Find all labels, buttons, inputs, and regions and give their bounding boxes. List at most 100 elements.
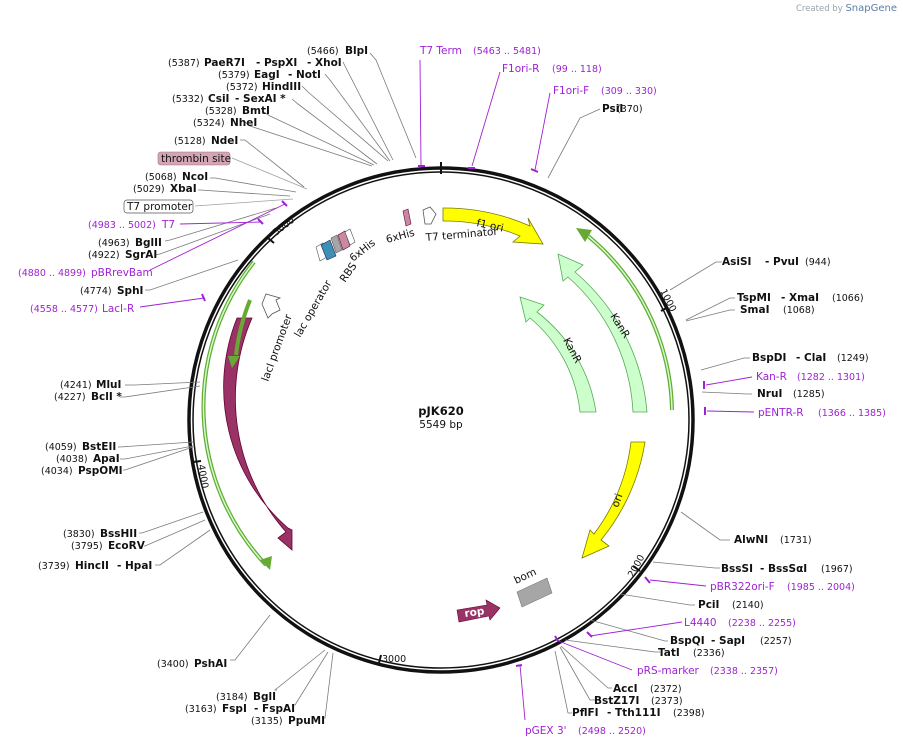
enzyme-eagi[interactable]: EagI (254, 69, 280, 81)
kanr-arrow-2[interactable] (519, 296, 597, 413)
enzyme-bmti[interactable]: BmtI (242, 105, 270, 117)
enzyme-ppumi[interactable]: PpuMI (288, 715, 325, 727)
enzyme-csii[interactable]: CsiI (208, 93, 229, 105)
enzyme-apai[interactable]: ApaI (93, 453, 120, 465)
rop-arrow[interactable] (456, 599, 501, 623)
enzyme-ecorv-pos: (3795) (71, 541, 103, 552)
enzyme-mlui-pos: (4241) (60, 380, 92, 391)
enzyme-alwni[interactable]: AlwNI (734, 534, 768, 546)
t7-promoter-box[interactable] (123, 199, 194, 214)
enzyme-sapi[interactable]: - SapI (711, 635, 745, 647)
enzyme-bspqi[interactable]: BspQI (670, 635, 705, 647)
enzyme-fspi[interactable]: FspI (222, 703, 247, 715)
enzyme-xhoi[interactable]: - XhoI (307, 57, 342, 69)
enzyme-blpi[interactable]: BlpI (345, 45, 368, 57)
f1-ori-arrow[interactable] (442, 207, 544, 245)
f1-ori-label: f1 ori (475, 217, 504, 234)
enzyme-smai[interactable]: SmaI (740, 304, 770, 316)
enzyme-bgli[interactable]: BglI (253, 691, 276, 703)
rbs-box[interactable] (320, 239, 337, 261)
enzyme-sexai[interactable]: - SexAI * (235, 93, 286, 105)
enzyme-bsshii[interactable]: BssHII (100, 528, 137, 540)
enzyme-hincii-pos: (3739) (38, 561, 70, 572)
enzyme-ndei[interactable]: NdeI (211, 135, 238, 147)
enzyme-psii[interactable]: PsiI (602, 103, 623, 115)
enzyme-pspomi[interactable]: PspOMI (78, 465, 123, 477)
enzyme-pshai[interactable]: PshAI (194, 658, 227, 670)
enzyme-hindiii[interactable]: HindIII (262, 81, 301, 93)
enzyme-pflfi[interactable]: PflFI (572, 707, 599, 719)
enzyme-asisi[interactable]: AsiSI (722, 256, 751, 268)
enzyme-hincii[interactable]: HincII (75, 560, 109, 572)
enzyme-nrui[interactable]: NruI (757, 388, 782, 400)
enzyme-tspmi[interactable]: TspMI (737, 292, 771, 304)
enzyme-pvui[interactable]: - PvuI (765, 256, 799, 268)
gray-box[interactable] (330, 234, 343, 254)
laci-inner-green (234, 299, 252, 356)
primer-kan-r[interactable]: Kan-R (756, 371, 787, 383)
primer-t7-range: (4983 .. 5002) (88, 220, 156, 231)
primer-f1ori-f[interactable]: F1ori-F (553, 85, 589, 97)
enzyme-noti[interactable]: - NotI (288, 69, 321, 81)
enzyme-ecorv[interactable]: EcoRV (108, 540, 146, 552)
t7-terminator-arrow[interactable] (422, 206, 437, 225)
primer-pbr322ori-f[interactable]: pBR322ori-F (710, 581, 775, 593)
enzyme-tth111i[interactable]: - Tth111I (607, 707, 661, 719)
enzyme-bmti-pos: (5328) (205, 106, 237, 117)
ori-arrow[interactable] (581, 441, 646, 559)
enzyme-acci[interactable]: AccI (613, 683, 637, 695)
primer-prs-marker[interactable]: pRS-marker (637, 665, 700, 677)
primer-t7term[interactable]: T7 Term (419, 45, 462, 57)
enzyme-acci-pos: (2372) (650, 684, 682, 695)
enzyme-pspomi-pos: (4034) (41, 466, 73, 477)
enzyme-fspai[interactable]: - FspAI (254, 703, 295, 715)
enzyme-bspdi[interactable]: BspDI (752, 352, 786, 364)
enzyme-tth111i-pos: (2398) (673, 708, 705, 719)
primer-f1ori-r[interactable]: F1ori-R (502, 63, 539, 75)
enzyme-bsssai-pos: (1967) (821, 564, 853, 575)
primer-t7term-range: (5463 .. 5481) (473, 46, 541, 57)
enzyme-hpai[interactable]: - HpaI (117, 560, 152, 572)
enzyme-bcli[interactable]: BclI * (91, 391, 122, 403)
his-box-2[interactable] (402, 208, 412, 227)
enzyme-tati[interactable]: TatI (658, 647, 680, 659)
enzyme-xmai[interactable]: - XmaI (781, 292, 819, 304)
laci-promoter-arrow[interactable] (261, 293, 282, 319)
enzyme-pcii[interactable]: PciI (698, 599, 719, 611)
primer-laci-r[interactable]: LacI-R (102, 303, 134, 315)
enzyme-blpi-pos: (5466) (307, 46, 339, 57)
snapgene-logo: Created by SnapGene (796, 3, 897, 14)
kanr-arrow-1[interactable] (557, 253, 648, 413)
primer-pbrrevbam[interactable]: pBRrevBam (91, 267, 153, 279)
his-box-1[interactable] (344, 228, 356, 246)
primer-t7[interactable]: T7 (161, 219, 175, 231)
enzyme-clai[interactable]: - ClaI (796, 352, 826, 364)
kanr-outer-line (581, 230, 674, 411)
enzyme-bsssai[interactable]: - BssSαI (760, 563, 807, 575)
thrombin-site-box[interactable] (157, 151, 231, 166)
primer-pgex3[interactable]: pGEX 3' (525, 725, 567, 737)
enzyme-pspxi[interactable]: - PspXI (256, 57, 297, 69)
bom-box[interactable] (516, 577, 553, 608)
enzyme-bsssi[interactable]: BssSI (721, 563, 753, 575)
enzyme-bglii[interactable]: BglII (135, 237, 162, 249)
enzyme-bglii-pos: (4963) (98, 238, 130, 249)
enzyme-sgrai[interactable]: SgrAI (125, 249, 157, 261)
primer-pentr-r[interactable]: pENTR-R (758, 407, 804, 419)
laci-arrow[interactable] (223, 317, 293, 551)
enzyme-nhei[interactable]: NheI (230, 117, 257, 129)
primer-l4440-range: (2238 .. 2255) (728, 618, 796, 629)
enzyme-bsteii[interactable]: BstEII (82, 441, 116, 453)
enzyme-paer7i[interactable]: PaeR7I (204, 57, 245, 69)
enzyme-ncoi[interactable]: NcoI (182, 171, 208, 183)
enzyme-xbai[interactable]: XbaI (170, 183, 197, 195)
laci-outer-head (260, 556, 272, 570)
enzyme-mlui[interactable]: MluI (96, 379, 121, 391)
enzyme-bgli-pos: (3184) (216, 692, 248, 703)
enzyme-pshai-pos: (3400) (157, 659, 189, 670)
primer-prs-marker-range: (2338 .. 2357) (710, 666, 778, 677)
enzyme-bstz17i[interactable]: BstZ17I (594, 695, 639, 707)
primer-l4440[interactable]: L4440 (684, 617, 717, 629)
enzyme-sphi[interactable]: SphI (117, 285, 143, 297)
thrombin-box[interactable] (337, 230, 351, 251)
